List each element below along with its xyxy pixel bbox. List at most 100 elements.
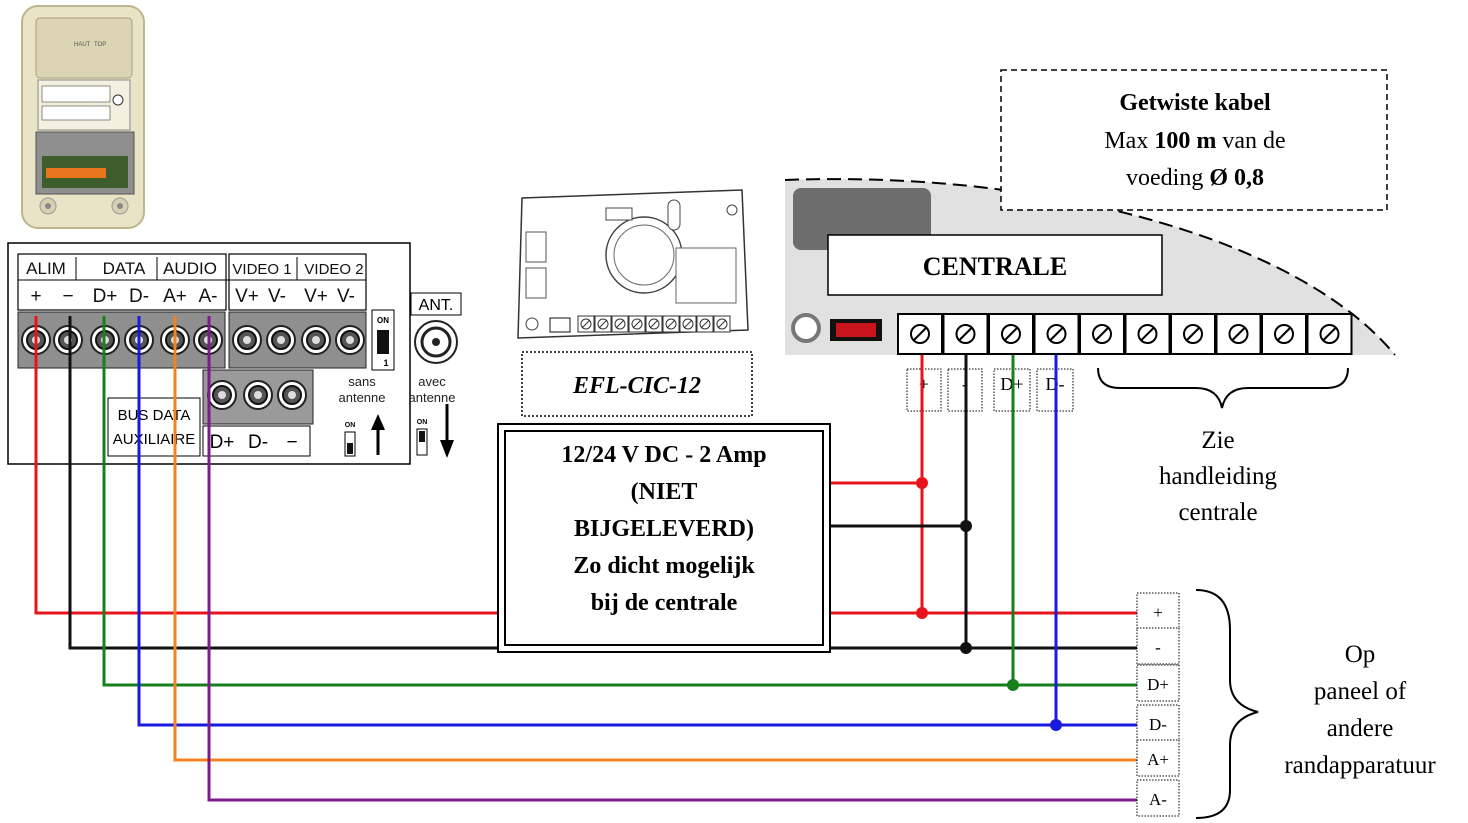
wires [34, 316, 1137, 802]
panel-group-2: AUDIO [163, 259, 217, 278]
junction-dot [960, 520, 972, 532]
wire-blue [137, 316, 1137, 727]
efl-label: EFL-CIC-12 [572, 373, 701, 399]
switch-off-icon: ON [344, 422, 356, 457]
camera-module-image: HAUT TOP [21, 5, 145, 229]
antenna-connector [414, 320, 458, 364]
psu-line3: BIJGELEVERD) [574, 516, 754, 542]
efl-terminal [713, 315, 731, 333]
power-supply-box: 12/24 V DC - 2 Amp (NIET BIJGELEVERD) Zo… [497, 423, 831, 653]
zie-line1: Zie [1201, 427, 1234, 454]
wire-black-panel [68, 316, 498, 650]
switch-on-icon: ON [416, 419, 428, 456]
antenna-dip-switch: ON 1 [371, 309, 395, 371]
centrale-terminal [1033, 313, 1080, 355]
centrale-terminal [1215, 313, 1262, 355]
junction-dot [1007, 679, 1019, 691]
right-term-label: A- [1149, 790, 1167, 809]
wire-purple [207, 316, 1137, 802]
panel-term-9: V- [337, 286, 355, 307]
efl-terminal [696, 315, 714, 333]
aux-screw [207, 380, 237, 410]
panel-group-1: DATA [103, 259, 146, 278]
efl-terminal [611, 315, 629, 333]
arrow-down-icon [440, 404, 454, 458]
wire-orange [173, 316, 1137, 762]
centrale-term-box [906, 368, 942, 412]
junction-dot [960, 642, 972, 654]
psu-line2: (NIET [631, 479, 698, 505]
panel-group-3: VIDEO 1 [232, 261, 291, 278]
centrale-terminal [1306, 313, 1353, 355]
panel-screw [232, 325, 262, 355]
right-term-box [1136, 627, 1180, 665]
centrale-label: CENTRALE [923, 252, 1067, 281]
panel-term-5: A- [199, 286, 218, 307]
centrale-housing: CENTRALE [784, 178, 1396, 356]
panel-screw [266, 325, 296, 355]
arrow-up-icon [371, 414, 385, 455]
panel-screw [53, 325, 83, 355]
sans-antenne-line2: antenne [339, 390, 386, 405]
psu-line1: 12/24 V DC - 2 Amp [561, 442, 766, 468]
efl-terminal [645, 315, 663, 333]
right-term-label: D- [1149, 715, 1167, 734]
panel-term-2: D+ [93, 286, 118, 307]
right-term-label: - [1155, 638, 1161, 657]
aux-term-dminus: D- [248, 432, 268, 453]
aux-screw [277, 380, 307, 410]
centrale-terminal [897, 313, 943, 355]
panel-screw [335, 325, 365, 355]
svg-text:ON: ON [345, 422, 356, 429]
junction-dot [916, 477, 928, 489]
sans-antenne-line1: sans [348, 374, 376, 389]
cable-note-line2: Max 100 m van de [1104, 128, 1285, 154]
avec-antenne-line1: avec [418, 374, 446, 389]
efl-module-image [517, 189, 749, 339]
efl-terminal [594, 315, 612, 333]
right-term-box [1136, 739, 1180, 777]
panel-term-7: V- [268, 286, 286, 307]
zie-line2: handleiding [1159, 463, 1278, 490]
svg-text:ON: ON [417, 419, 428, 426]
centrale-terminal [942, 313, 989, 355]
camera-top2-label: TOP [94, 42, 106, 48]
antenna-label: ANT. [419, 297, 454, 314]
right-term-box [1136, 664, 1180, 702]
aux-screw [243, 380, 273, 410]
centrale-term-label: + [919, 374, 929, 394]
right-term-label: A+ [1147, 750, 1169, 769]
panel-term-1: − [62, 286, 73, 307]
dip-on-label: ON [377, 316, 389, 325]
panel-group-4: VIDEO 2 [304, 261, 363, 278]
terminal-strip-main [17, 311, 226, 369]
junction-dot [1050, 719, 1062, 731]
right-brace [1195, 589, 1259, 819]
centrale-terminal [1079, 313, 1125, 355]
efl-terminal [628, 315, 646, 333]
right-term-box [1136, 779, 1180, 817]
aux-label-line1: BUS DATA [118, 407, 191, 424]
avec-antenne-line2: antenne [409, 390, 456, 405]
aux-term-minus: − [286, 432, 297, 453]
psu-line5: bij de centrale [591, 590, 738, 616]
zie-line3: centrale [1178, 499, 1257, 526]
centrale-brace [1097, 367, 1349, 409]
centrale-terminal [1170, 313, 1216, 355]
op-line3: andere [1327, 715, 1394, 742]
efl-terminal [577, 315, 595, 333]
centrale-terminal [988, 313, 1034, 355]
efl-label-box [521, 351, 753, 417]
panel-term-6: V+ [235, 286, 259, 307]
wire-red-panel [34, 316, 498, 615]
panel-term-8: V+ [304, 286, 328, 307]
right-term-label: + [1153, 603, 1163, 622]
centrale-terminal [1124, 313, 1171, 355]
wire-green [102, 316, 1137, 687]
op-line1: Op [1345, 641, 1376, 668]
cable-note-title: Getwiste kabel [1119, 90, 1271, 116]
panel-group-0: ALIM [26, 259, 66, 278]
panel-term-0: + [30, 286, 41, 307]
aux-term-dplus: D+ [210, 432, 235, 453]
